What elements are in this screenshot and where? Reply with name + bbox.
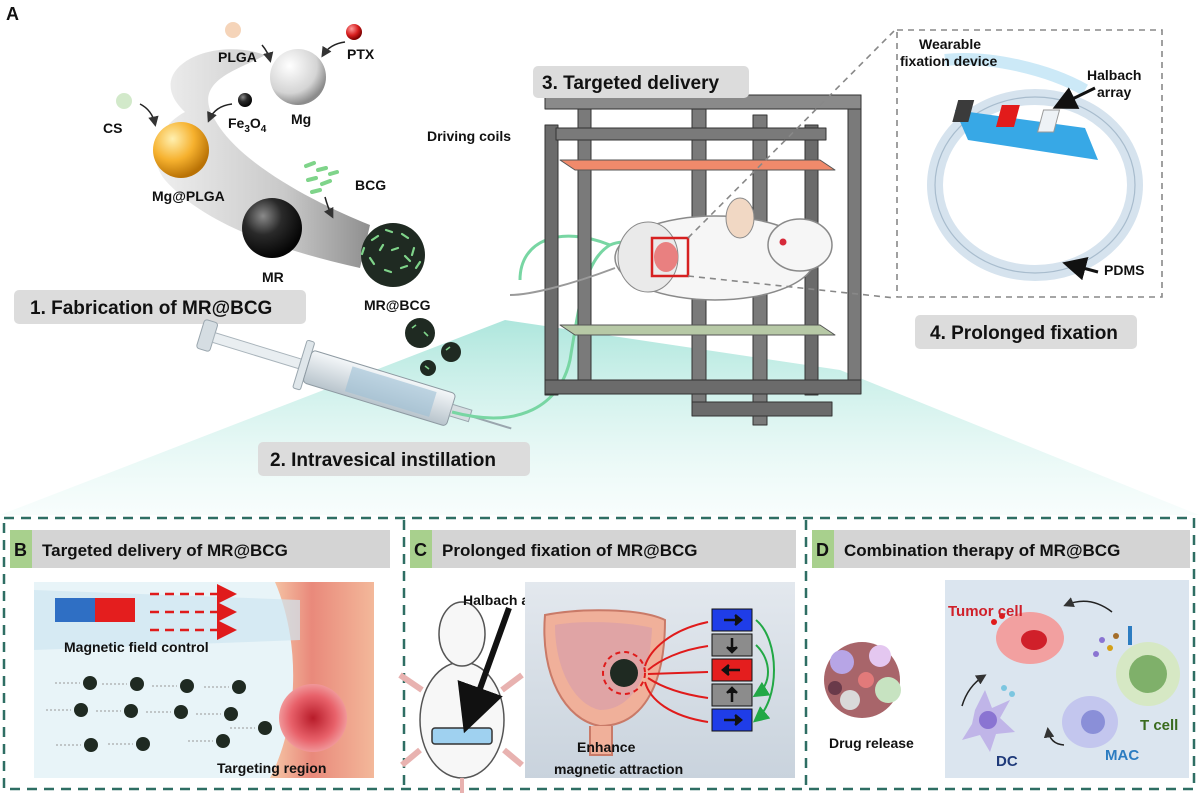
blue-band <box>955 110 1098 160</box>
panel-letter-a: A <box>6 4 19 24</box>
mg-sphere-icon <box>270 49 326 105</box>
cs-arrow <box>139 103 159 127</box>
step-3-box <box>533 66 749 98</box>
fe3o4-particle-icon <box>238 93 252 107</box>
fe3o4-arrow <box>207 103 233 123</box>
field-arrows <box>150 584 237 640</box>
mouse-illustration <box>509 197 833 301</box>
pdms-label: PDMS <box>1104 262 1144 278</box>
bcg-arrow <box>323 196 334 219</box>
step-2-box <box>258 442 530 476</box>
mr-bcg-sphere-icon <box>360 223 425 287</box>
fixed-particle-cluster <box>610 659 638 687</box>
halbach-label-line1: Halbach <box>1087 67 1141 83</box>
immune-cycle-arrows <box>961 597 1113 746</box>
ptx-particle-icon <box>346 24 362 40</box>
fe3o4-label: Fe3O4 <box>228 115 267 135</box>
enhance-label-line2: magnetic attraction <box>554 761 683 777</box>
header-d <box>834 530 1190 568</box>
fixed-particle-ring <box>602 651 646 695</box>
magnetic-field-control-label: Magnetic field control <box>64 639 209 655</box>
mg-plga-sphere-icon <box>153 122 209 178</box>
zoom-line-top <box>687 29 896 239</box>
panel-letter-b: B <box>14 540 27 560</box>
magnet-north-block <box>95 598 135 622</box>
zoom-beam <box>0 320 1199 515</box>
mac-icon <box>1062 696 1118 748</box>
driving-coils-label: Driving coils <box>427 128 511 144</box>
ptx-label: PTX <box>347 46 375 62</box>
plga-particle-icon <box>225 22 241 38</box>
step-1-label: 1. Fabrication of MR@BCG <box>30 298 272 319</box>
mr-bcg-particles-falling <box>405 318 461 376</box>
cytokine-particles <box>991 613 1119 697</box>
step-1-box <box>14 290 306 324</box>
panel-letter-d: D <box>816 540 829 560</box>
header-tab-b <box>10 530 32 568</box>
mg-plga-label: Mg@PLGA <box>152 188 225 204</box>
panel-letter-c: C <box>414 540 427 560</box>
t-cell-label: T cell <box>1140 717 1178 734</box>
step-4-box <box>915 315 1137 349</box>
syringe-icon <box>196 319 512 430</box>
bladder-highlight-box <box>650 236 690 278</box>
bottom-panel-border <box>2 516 1196 791</box>
halbach-array-pointer <box>457 606 512 734</box>
header-tab-c <box>410 530 432 568</box>
plga-label: PLGA <box>218 49 257 65</box>
header-tab-d <box>812 530 834 568</box>
pdms-pointer-arrow <box>1062 257 1099 281</box>
enhance-label-line1: Enhance <box>577 739 636 755</box>
dc-icon <box>962 690 1015 752</box>
plga-arrow <box>261 44 274 63</box>
wearable-ring-illustration <box>927 53 1143 281</box>
mac-label: MAC <box>1105 747 1139 764</box>
step-4-label: 4. Prolonged fixation <box>930 323 1118 344</box>
halbach-label-line2: array <box>1097 84 1131 100</box>
cs-particle-icon <box>116 93 132 109</box>
cs-label: CS <box>103 120 122 136</box>
halbach-magnet-stack <box>711 608 753 732</box>
drug-release-cluster-icon <box>824 642 901 718</box>
ptx-arrow <box>321 41 346 58</box>
panel-d-title: Combination therapy of MR@BCG <box>844 541 1120 560</box>
magnet-south-block <box>55 598 95 622</box>
header-b <box>32 530 390 568</box>
step-3-label: 3. Targeted delivery <box>542 73 719 94</box>
mr-label: MR <box>262 269 284 285</box>
return-flux-lines <box>752 619 775 723</box>
header-c <box>432 530 796 568</box>
magnetic-flux-lines <box>644 621 709 723</box>
swarm-trails <box>46 682 255 746</box>
tumor-cell-icon <box>996 612 1064 664</box>
bcg-label: BCG <box>355 177 386 193</box>
tumor-cell-label: Tumor cell <box>948 603 1023 620</box>
targeting-region-label: Targeting region <box>217 760 326 776</box>
panel-c-title: Prolonged fixation of MR@BCG <box>442 541 698 560</box>
fabrication-process-arc <box>155 49 370 269</box>
wearable-label-line2: fixation device <box>900 53 997 69</box>
bcg-bacteria-icon <box>304 161 339 194</box>
t-cell-icon <box>1116 626 1180 706</box>
tumor-target-icon <box>279 684 347 752</box>
zoom-line-bottom <box>687 275 896 299</box>
halbach-pointer-arrow <box>1052 86 1096 109</box>
mr-bcg-label: MR@BCG <box>364 297 431 313</box>
panel-b-title: Targeted delivery of MR@BCG <box>42 541 288 560</box>
wearable-label-line1: Wearable <box>919 36 981 52</box>
swarm-particles <box>74 676 272 752</box>
mg-label: Mg <box>291 111 311 127</box>
drug-release-label: Drug release <box>829 735 914 751</box>
mr-sphere-icon <box>242 198 302 258</box>
dc-label: DC <box>996 753 1018 770</box>
step-2-label: 2. Intravesical instillation <box>270 450 496 471</box>
